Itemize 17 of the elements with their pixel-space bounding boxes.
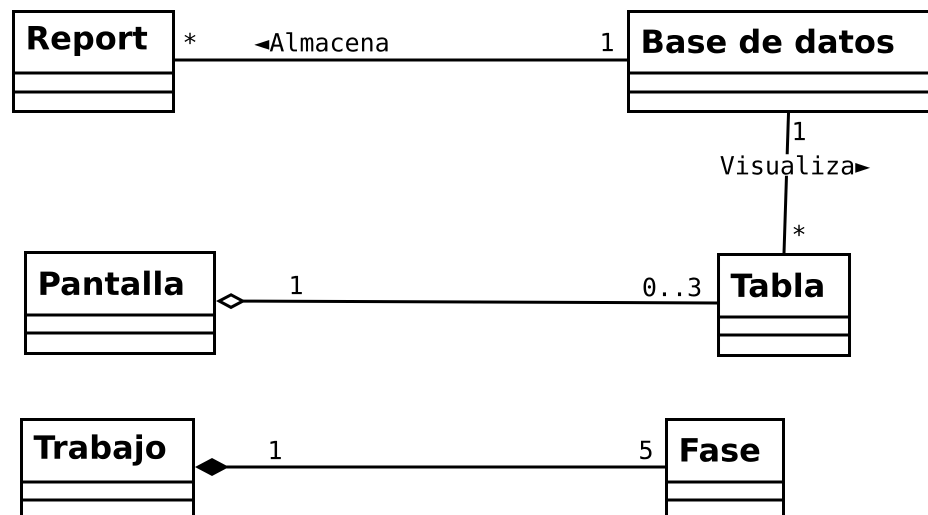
multiplicity-label: 1 [602, 32, 613, 52]
class-box: Pantalla [24, 251, 216, 355]
class-box: Base de datos [627, 10, 928, 113]
multiplicity-label: 5 [640, 440, 652, 460]
multiplicity-label: 0..3 [644, 278, 700, 296]
association-line [175, 58, 627, 62]
class-box: Trabajo [20, 418, 195, 515]
multiplicity-label: 1 [794, 122, 805, 140]
multiplicity-label: * [794, 224, 804, 236]
multiplicity-label: 1 [291, 276, 302, 294]
class-box: Fase [665, 418, 785, 515]
class-box: Tabla [717, 253, 851, 357]
edge-label: Visualiza► [718, 154, 872, 176]
class-box: Report [12, 10, 175, 113]
edge-label: ◄Almacena [253, 31, 391, 53]
multiplicity-label: 1 [270, 440, 281, 460]
multiplicity-label: * [184, 32, 196, 44]
